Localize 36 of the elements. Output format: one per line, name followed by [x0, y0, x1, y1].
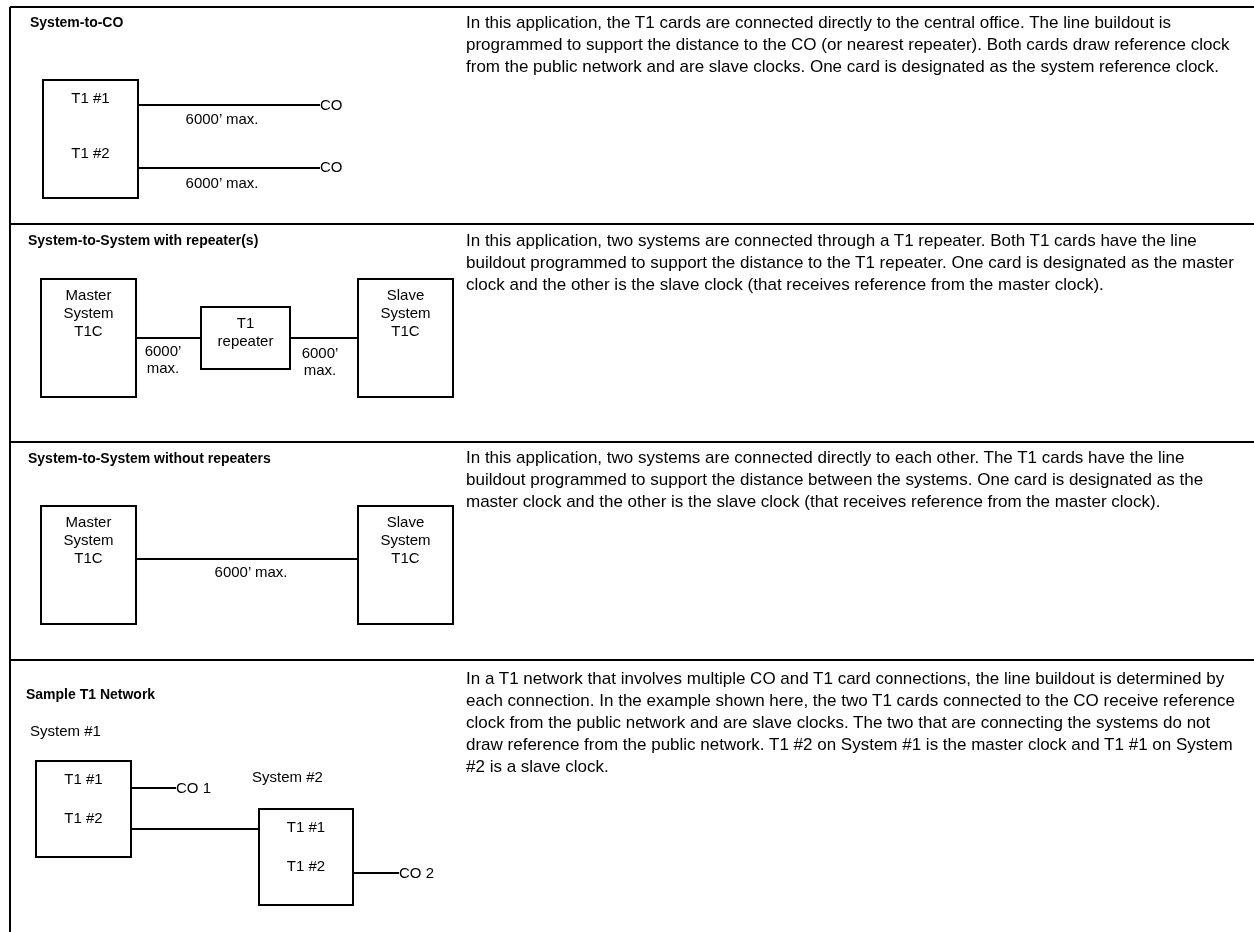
section-heading: System-to-CO	[30, 14, 124, 30]
endpoint-label: CO 2	[399, 864, 434, 882]
port-label: T1 #1	[286, 818, 326, 835]
system-box: Slave System T1C	[357, 505, 454, 625]
connection-line	[138, 104, 321, 106]
port-label: T1 #2	[64, 809, 103, 826]
description-text: In this application, two systems are connected directly to each other. The T1 cards have the line buildout programmed to support the distance between the systems. One card is designated as the master clock and the other is the slave clock (that receives reference from the master clock).	[466, 447, 1205, 513]
endpoint-label: CO 1	[176, 779, 211, 797]
system-label: System #2	[252, 768, 323, 786]
section-heading: Sample T1 Network	[26, 686, 156, 702]
connection-line	[290, 337, 358, 339]
system-box: Slave System T1C	[357, 278, 454, 398]
section-heading: System-to-System without repeaters	[28, 450, 271, 466]
system-box: T1 repeater	[200, 306, 291, 370]
system-label: System #1	[30, 722, 101, 740]
endpoint-label: CO	[320, 158, 343, 176]
description-text: In a T1 network that involves multiple CO and T1 card connections, the line buildout is determined by each connection. In the example shown here, the two T1 cards connected to the CO receive reference clock from the public network and are slave clocks. The two that are connecting the systems do not draw reference from the public network. T1 #2 on System #1 is the master clock and T1 #1 on System #2 is a slave clock.	[466, 668, 1236, 778]
connection-line	[136, 558, 358, 560]
description-text: In this application, two systems are connected through a T1 repeater. Both T1 cards have the line buildout programmed to support the distance to the T1 repeater. One card is designated as the master clock and the other is the slave clock (that receives reference from the master clock).	[466, 230, 1235, 296]
system-box: Master System T1C	[40, 505, 137, 625]
connection-line	[131, 828, 259, 830]
connection-line	[353, 872, 400, 874]
connection-line	[131, 787, 177, 789]
card-box	[42, 79, 139, 199]
connection-line	[138, 167, 321, 169]
card-box	[258, 808, 354, 906]
port-label: T1 #1	[71, 89, 110, 106]
card-box	[35, 760, 132, 858]
endpoint-label: CO	[320, 96, 343, 114]
system-box: Master System T1C	[40, 278, 137, 398]
port-label: T1 #2	[286, 857, 326, 874]
port-label: T1 #1	[64, 770, 103, 787]
port-label: T1 #2	[71, 144, 110, 161]
connection-line	[136, 337, 201, 339]
section-heading: System-to-System with repeater(s)	[28, 232, 259, 248]
description-text: In this application, the T1 cards are connected directly to the central office. The line buildout is programmed to support the distance to the CO (or nearest repeater). Both cards draw reference clock from the public network and are slave clocks. One card is designated as the system reference clock.	[466, 12, 1231, 78]
